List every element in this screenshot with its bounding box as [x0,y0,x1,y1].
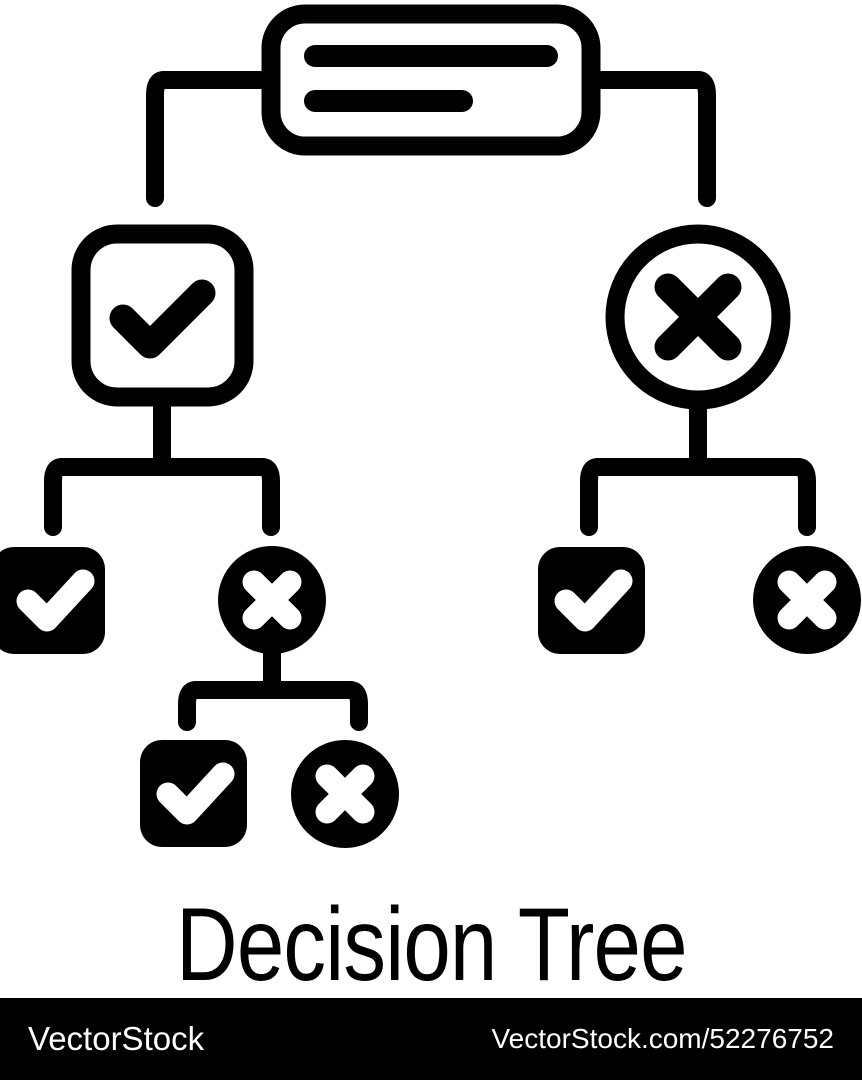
brand-label: VectorStock [28,1020,205,1057]
connector-layer [44,71,816,731]
cross-icon [242,570,302,630]
level2-left-approved-node [0,547,105,654]
check-icon [16,569,95,632]
cross-icon [777,570,837,630]
cross-icon [315,764,375,824]
level2-branch-right-drop [341,681,368,731]
root-document-node [261,4,601,156]
watermark-footer: VectorStock VectorStock.com/52276752 [0,998,862,1080]
level2-right-approved-node [538,547,645,654]
decision-tree-svg [0,4,861,848]
level1-right-branch-left-drop [580,458,607,536]
level1-approved-node [71,224,254,407]
root-node-outline [261,4,601,156]
page-title-container: Decision Tree [0,880,862,1000]
level2-right-rejected-node [753,546,861,654]
level1-left-branch-right-drop [253,458,280,536]
level1-rejected-node [605,224,791,410]
level2-left-rejected-node [218,546,326,654]
check-icon [554,569,633,632]
level1-left-branch-left-drop [44,458,71,536]
root-branch-right-drop [689,71,716,207]
level3-rejected-node [291,740,399,848]
cross-icon [654,273,742,361]
level3-approved-node [140,740,247,847]
level1-right-branch-right-drop [789,458,816,536]
check-icon [109,279,216,359]
root-branch-left-drop [146,71,173,207]
level2-branch-left-drop [178,681,205,731]
decision-tree-illustration [0,4,861,848]
stock-url-label: VectorStock.com/52276752 [491,1023,834,1054]
check-icon [156,762,235,825]
page-title: Decision Tree [175,887,688,1000]
